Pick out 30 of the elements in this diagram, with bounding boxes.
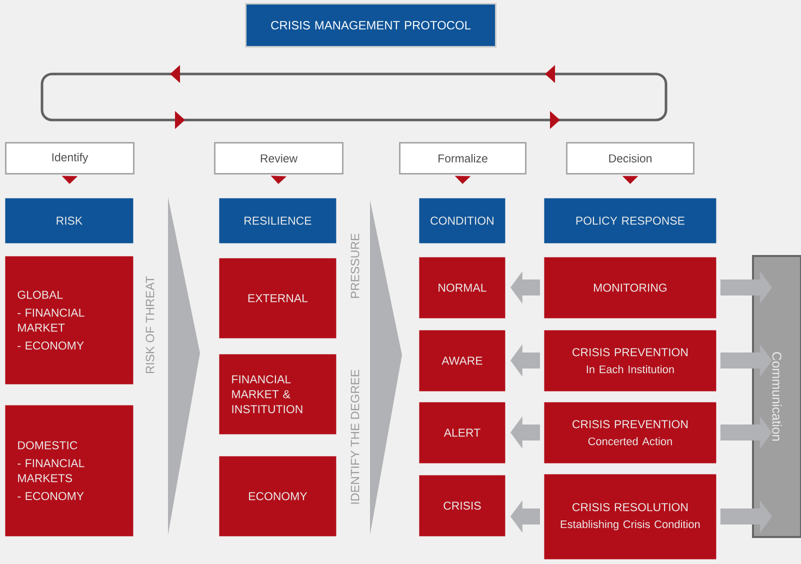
arrow	[454, 176, 470, 184]
item-box: CRISIS RESOLUTION Establishing Crisis Condition	[544, 474, 716, 560]
item-box: CRISIS PREVENTION In Each Institution	[544, 330, 716, 392]
rotated-label: IDENTIFY THE DEGREE	[350, 370, 360, 504]
header-box: POLICY RESPONSE	[544, 198, 716, 244]
item-box: ECONOMY	[219, 456, 336, 536]
step-box: Decision	[566, 142, 694, 174]
header-box: CONDITION	[419, 198, 506, 244]
title-box: CRISIS MANAGEMENT PROTOCOL	[245, 3, 496, 48]
arrow	[62, 176, 78, 184]
item-box: AWARE	[419, 330, 506, 392]
communication-bar: Communication	[752, 255, 801, 538]
step-box: Review	[214, 142, 344, 174]
item-box: EXTERNAL	[219, 258, 336, 338]
rotated-label: RISK OF THREAT	[146, 276, 154, 374]
item-box: DOMESTIC - FINANCIAL MARKETS - ECONOMY	[5, 405, 134, 536]
header-box: RISK	[5, 198, 134, 244]
item-box: CRISIS	[419, 475, 506, 536]
header-box: RESILIENCE	[219, 198, 336, 244]
item-box: GLOBAL - FINANCIAL MARKET - ECONOMY	[5, 256, 134, 384]
step-box: Identify	[5, 142, 134, 174]
item-box: FINANCIAL MARKET & INSTITUTION	[219, 354, 336, 434]
rotated-label: PRESSURE	[350, 234, 360, 298]
item-box: MONITORING	[544, 257, 716, 318]
item-box: ALERT	[419, 402, 506, 464]
arrow	[622, 176, 638, 184]
item-box: NORMAL	[419, 257, 506, 318]
step-box: Formalize	[399, 142, 526, 174]
arrow	[270, 176, 286, 184]
item-box: CRISIS PREVENTION Concerted Action	[544, 402, 716, 464]
